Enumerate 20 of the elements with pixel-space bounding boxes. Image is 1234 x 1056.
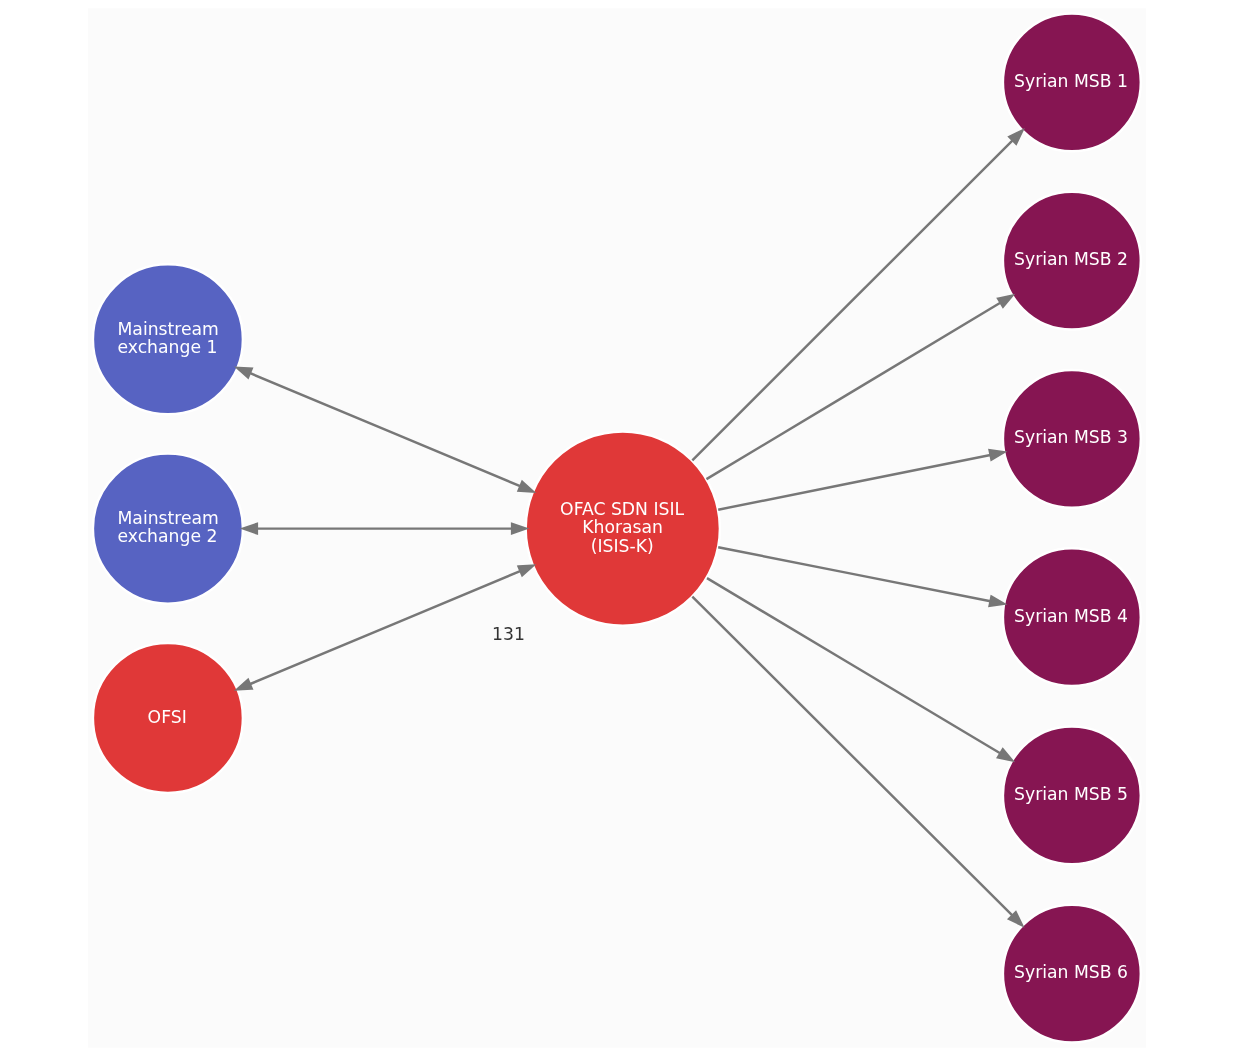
node-circle: Mainstream exchange 2: [91, 452, 245, 605]
node-circle: Syrian MSB 2: [1001, 190, 1143, 331]
arrow: [239, 522, 530, 536]
node-circle: Syrian MSB 1: [1001, 12, 1143, 153]
arrow: [706, 577, 1016, 763]
node-circle: OFAC SDN ISIL Khorasan (ISIS-K): [524, 430, 722, 627]
arrow: [691, 595, 1025, 928]
node-circle: OFSI: [91, 641, 245, 795]
arrow: [717, 448, 1008, 511]
arrow: [233, 366, 537, 493]
node-circle: Syrian MSB 6: [1001, 903, 1143, 1044]
arrow: [705, 293, 1016, 481]
arrow: [233, 564, 537, 691]
node-circle: Mainstream exchange 1: [91, 263, 245, 416]
node-circle: Syrian MSB 5: [1001, 725, 1143, 866]
arrow: [717, 546, 1008, 608]
node-label: 131: [492, 623, 525, 644]
arrow: [691, 128, 1025, 462]
node-circle: Syrian MSB 3: [1001, 368, 1143, 510]
node-circle: Syrian MSB 4: [1001, 546, 1143, 688]
